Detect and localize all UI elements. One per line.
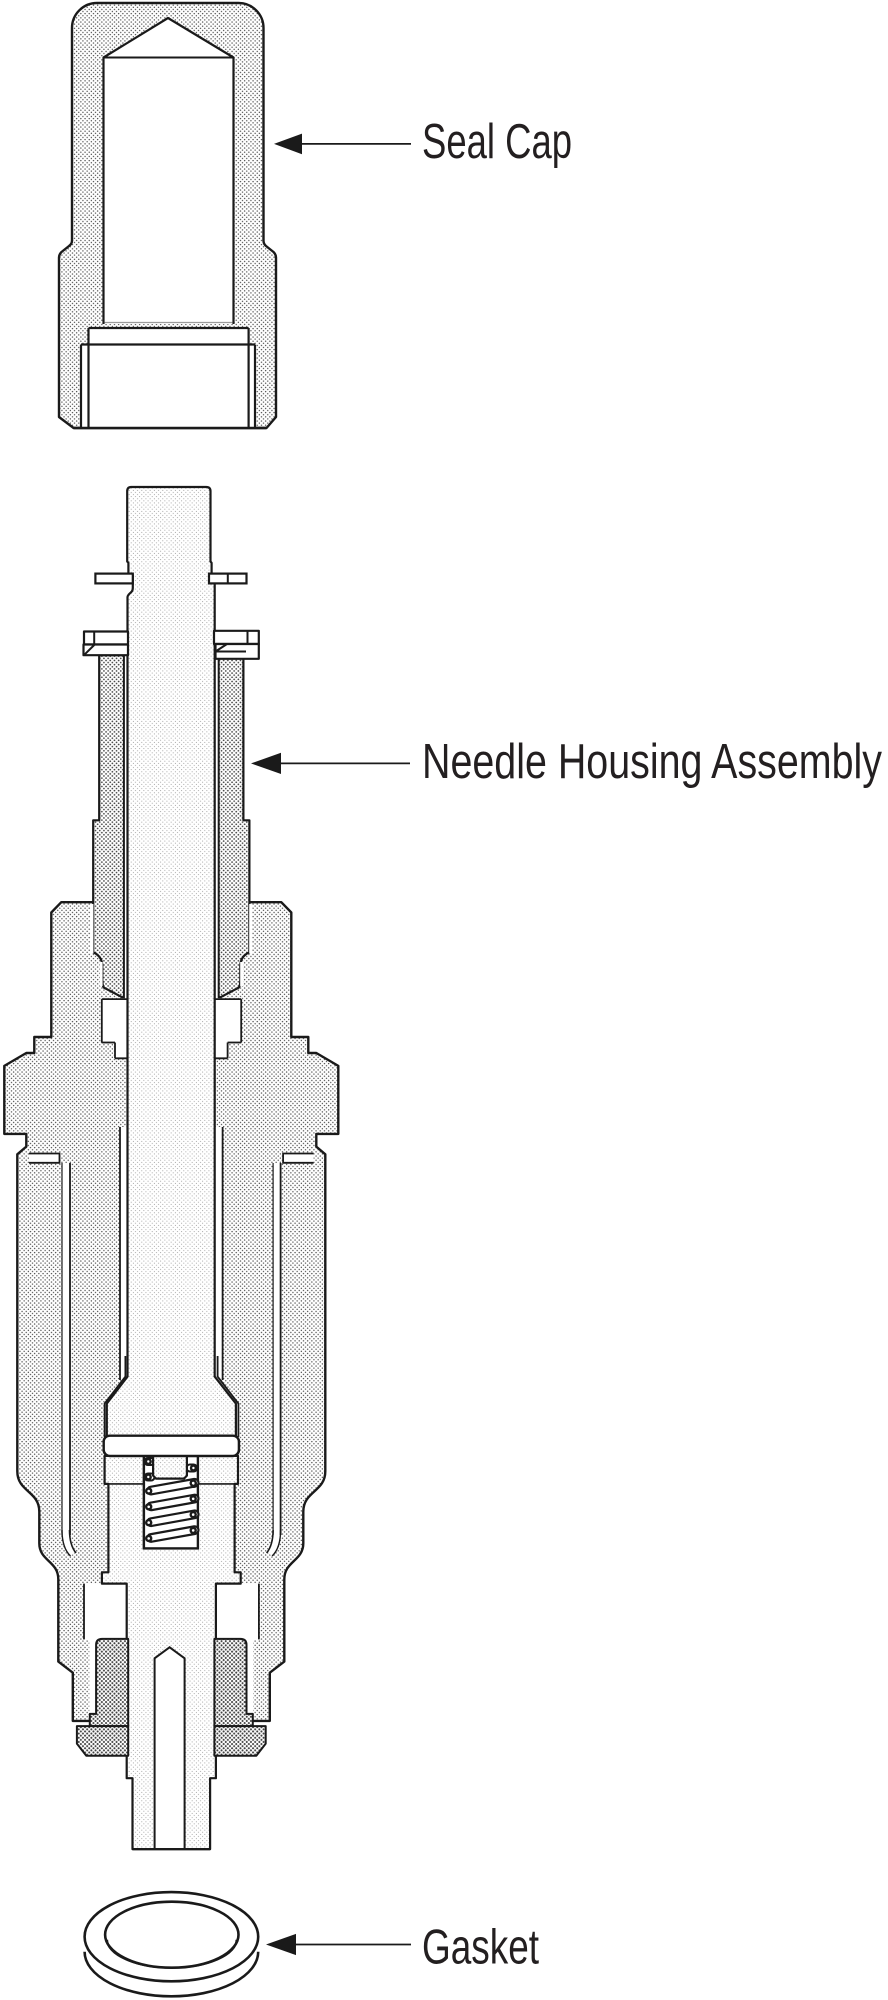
svg-text:Gasket: Gasket [422,1921,539,1975]
svg-text:Needle Housing Assembly: Needle Housing Assembly [422,735,882,789]
svg-text:Seal Cap: Seal Cap [422,115,572,169]
